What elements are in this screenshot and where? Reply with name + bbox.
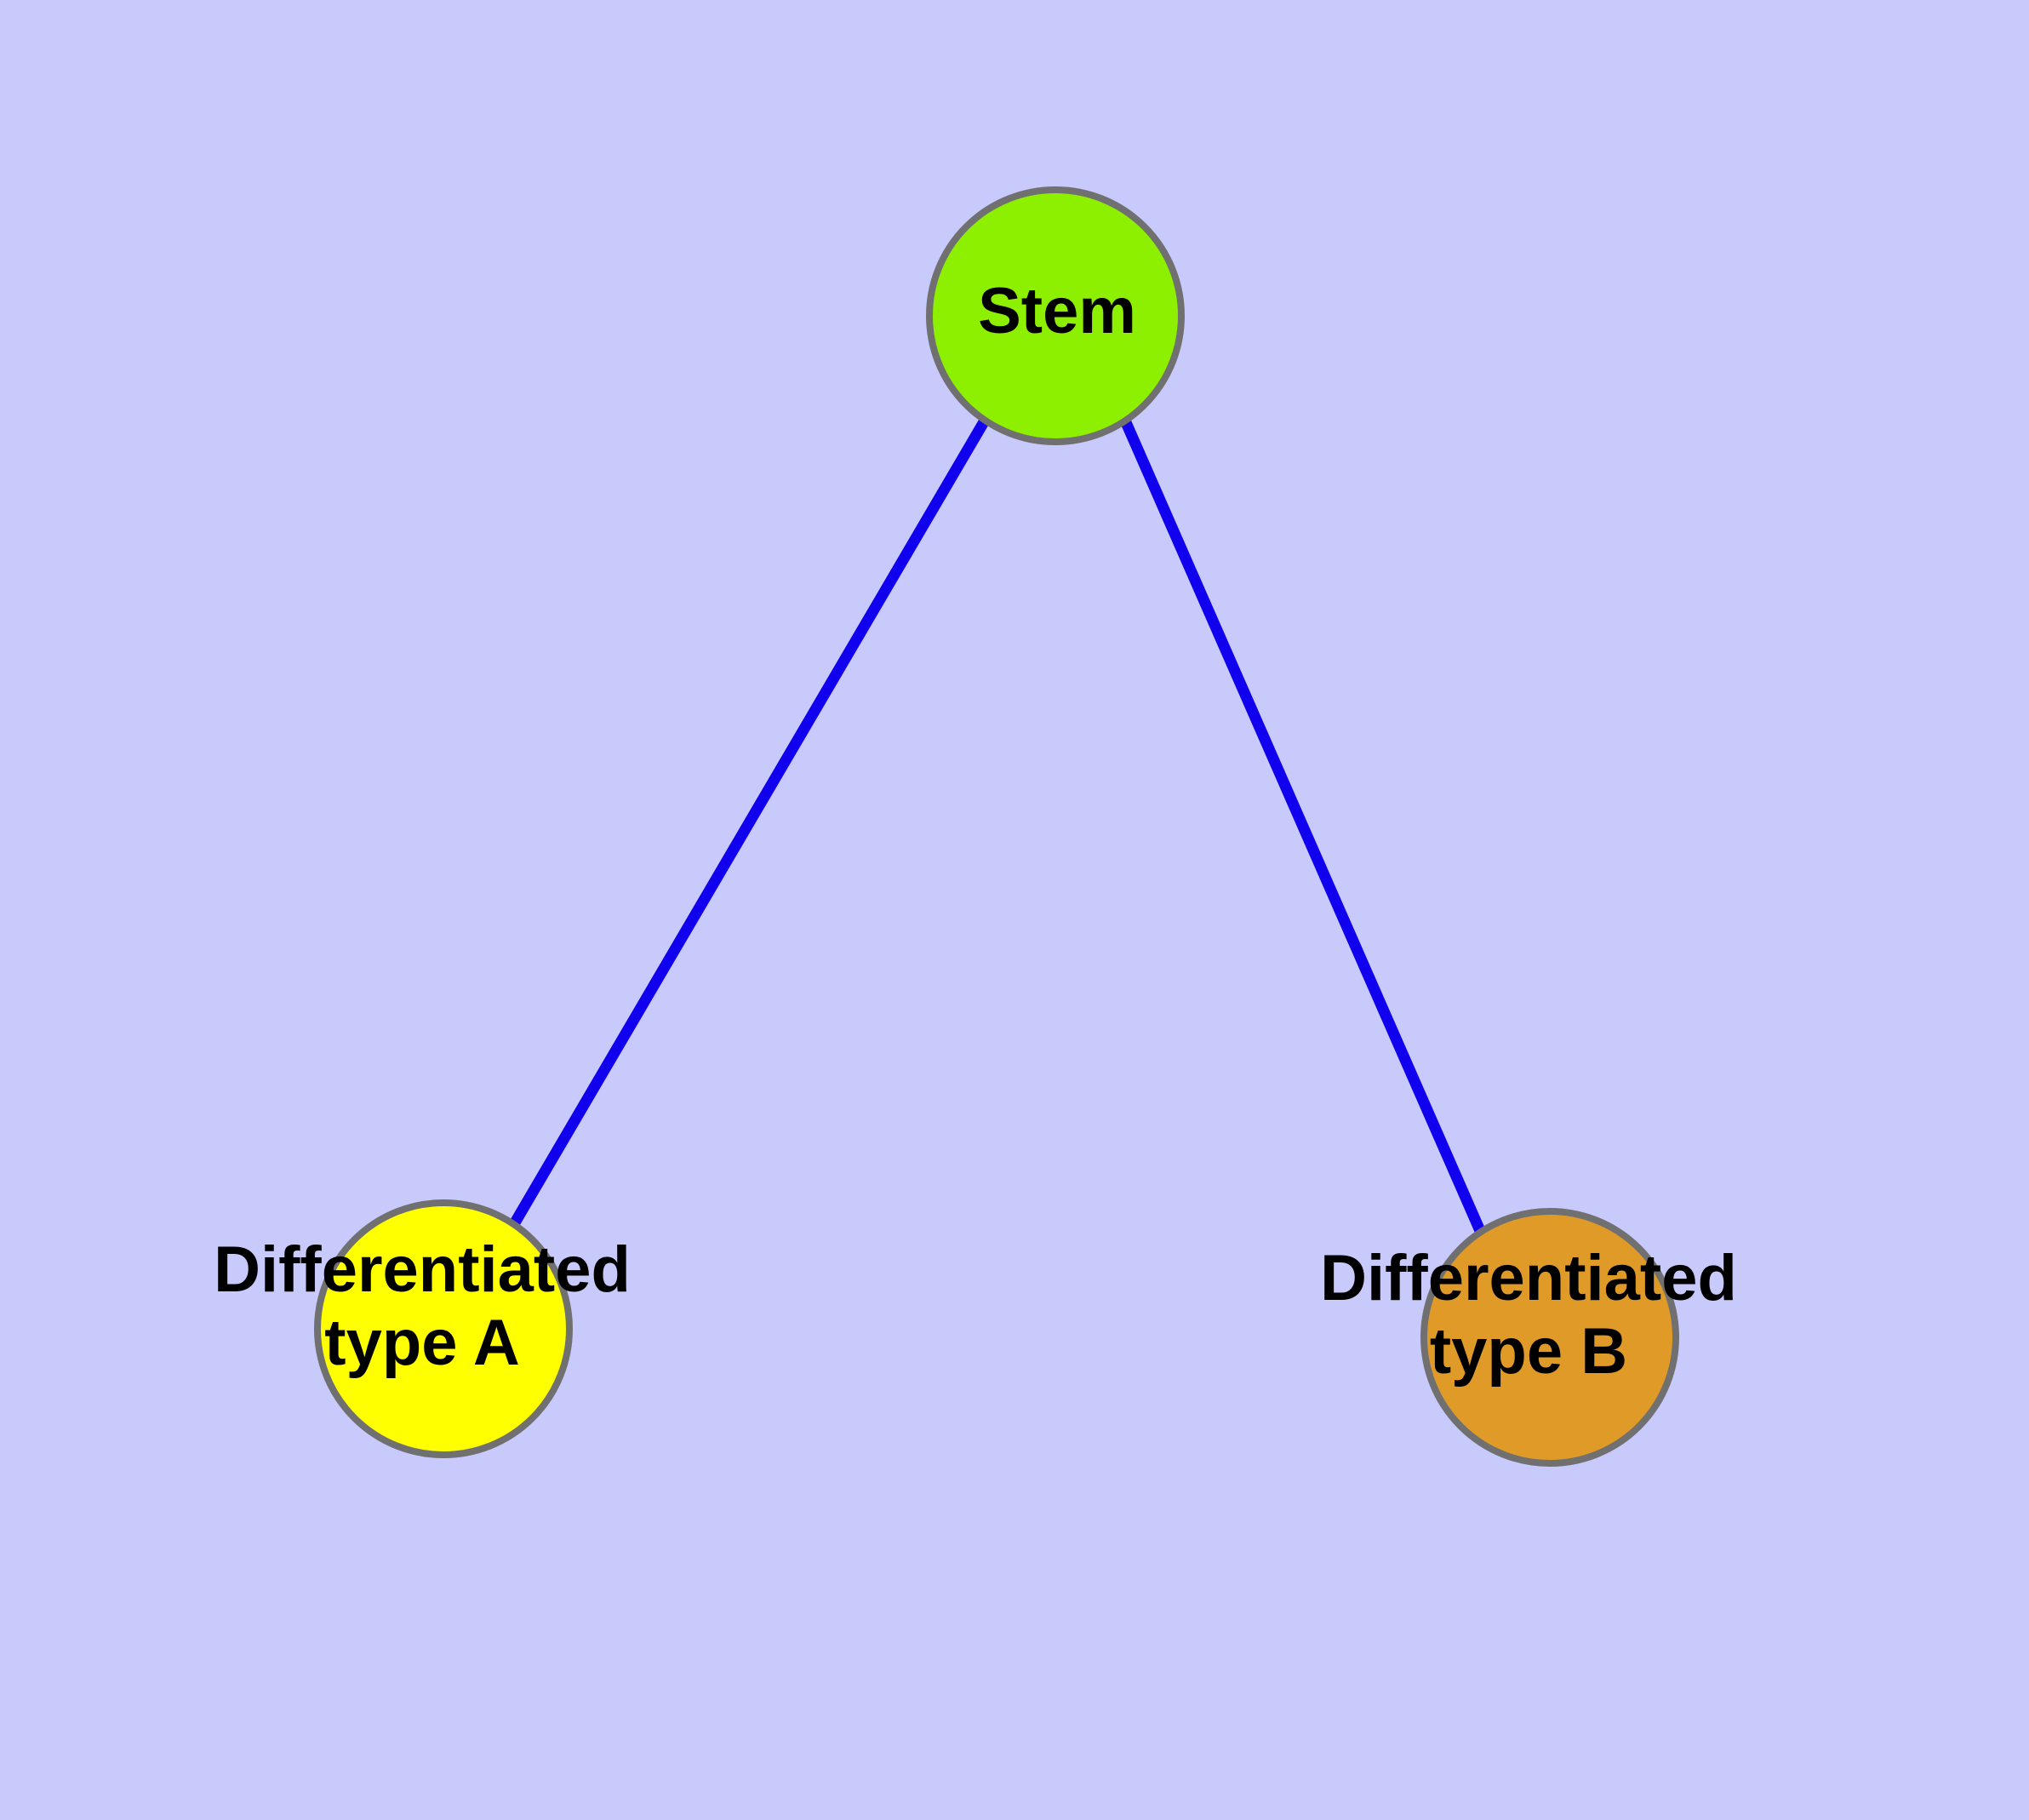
edge-stem-to-diff-a[interactable] <box>509 417 990 1228</box>
node-label-line: type B <box>1430 1315 1627 1388</box>
edges-group <box>509 417 1486 1235</box>
node-label-line: Differentiated <box>1320 1242 1737 1314</box>
node-label-line: Differentiated <box>214 1233 631 1306</box>
node-label-line: Stem <box>978 275 1136 347</box>
node-label-stem: Stem <box>978 275 1136 347</box>
node-label-line: type A <box>324 1307 519 1379</box>
edge-stem-to-diff-b[interactable] <box>1120 418 1486 1235</box>
node-stem[interactable] <box>926 186 1185 445</box>
nodes-group <box>314 186 1679 1467</box>
node-differentiated-type-b[interactable] <box>1420 1208 1679 1467</box>
node-differentiated-type-a[interactable] <box>314 1199 573 1458</box>
